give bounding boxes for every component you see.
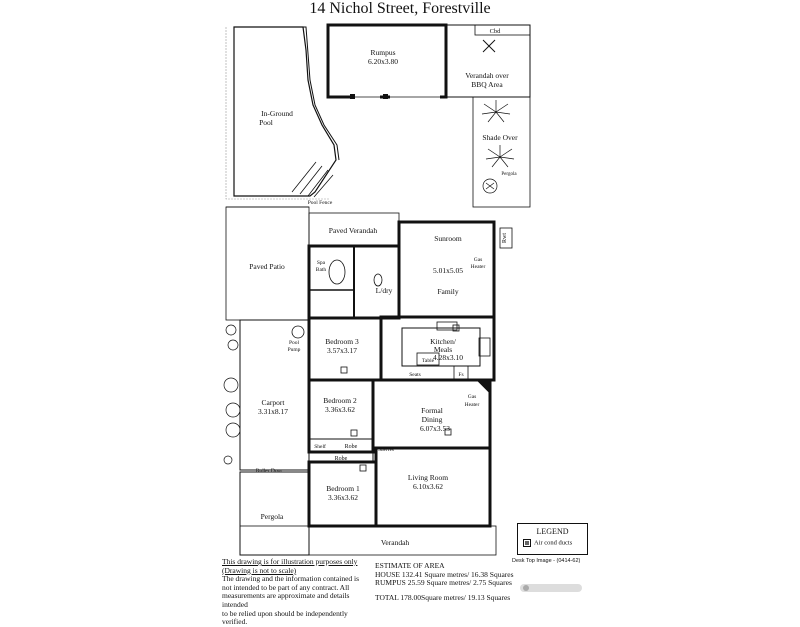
estimate-total: TOTAL 178.00Square metres/ 19.13 Squares	[375, 592, 511, 602]
rumpus-block	[326, 23, 531, 208]
legend-heading: LEGEND	[536, 527, 569, 536]
shelf-label: Shelf	[314, 443, 326, 450]
image-reference: Desk Top Image - (0414-62)	[512, 558, 581, 564]
estimate-rumpus: RUMPUS 25.59 Square metres/ 2.75 Squares	[375, 578, 512, 588]
pool-pump-line2: Pump	[288, 347, 301, 353]
fs-label: Fs	[458, 372, 463, 378]
legend-item: Air cond ducts	[523, 539, 587, 547]
bedroom3-name: Bedroom 3	[325, 337, 359, 346]
floor-plan: Rumpus 6.20x3.80 Cbd Verandah over BBQ A…	[223, 23, 531, 556]
pool-pump-symbol	[291, 325, 305, 339]
verandah-bbq-line2: BBQ Area	[471, 80, 503, 89]
bedroom2-dim: 3.36x3.62	[325, 405, 355, 414]
rumpus-name: Rumpus	[370, 48, 395, 57]
rumpus-dim: 6.20x3.80	[368, 57, 398, 66]
robe-2-label: Robe	[335, 456, 348, 462]
pergola-label: Pergola	[261, 512, 284, 521]
roller-door-label: Roller Door	[256, 468, 283, 474]
toilet-symbol	[373, 273, 383, 287]
family-label: Family	[437, 287, 459, 296]
kitchen-dim: 4.28x3.10	[433, 353, 463, 362]
shade-over-label: Shade Over	[482, 133, 518, 142]
disclaimer-line2: (Drawing is not to scale)	[222, 565, 297, 575]
air-cond-duct-markers	[340, 324, 460, 472]
family-dim: 5.01x5.05	[433, 266, 463, 275]
disclaimer: This drawing is for illustration purpose…	[222, 557, 372, 627]
bedroom1-dim: 3.36x3.62	[328, 493, 358, 502]
spa-bath-line1: Spa	[317, 260, 326, 266]
pool-line1: In-Ground	[261, 109, 293, 118]
spa-bath-line2: Bath	[316, 267, 327, 273]
gas-heater-2a: Gas	[468, 394, 477, 400]
watermark-logo	[520, 584, 582, 592]
carport-dim: 3.31x8.17	[258, 407, 288, 416]
plan-title: 14 Nichol Street, Forestville	[309, 0, 491, 17]
verandah-bbq-line1: Verandah over	[465, 71, 509, 80]
disclaimer-line1: This drawing is for illustration purpose…	[222, 557, 358, 566]
disclaimer-line4: not intended to be part of any contract.…	[222, 582, 350, 592]
rwt-box	[499, 227, 513, 249]
bedroom2-name: Bedroom 2	[323, 396, 357, 405]
verandah-label: Verandah	[381, 538, 410, 547]
estimate-heading: ESTIMATE OF AREA	[375, 561, 445, 570]
legend-item-label: Air cond ducts	[534, 539, 573, 547]
table-label: Table	[422, 358, 435, 364]
robe-1-label: Robe	[345, 444, 358, 450]
room-labels: Rumpus 6.20x3.80 Cbd Verandah over BBQ A…	[249, 28, 518, 547]
area-estimate: ESTIMATE OF AREA HOUSE 132.41 Square met…	[375, 561, 515, 602]
formal-line1: Formal	[421, 406, 443, 415]
bedroom3-dim: 3.57x3.17	[327, 346, 357, 355]
disclaimer-line5: measurements are approximate and details…	[222, 591, 350, 609]
formal-dim: 6.07x3.53	[420, 424, 450, 433]
kitchen-line2: Meals	[434, 345, 452, 354]
gas-heater-1a: Gas	[474, 257, 483, 263]
disclaimer-line6: to be relied upon should be independentl…	[222, 608, 348, 627]
carport-plants	[223, 324, 241, 465]
pool-pump-line1: Pool	[289, 340, 300, 346]
paved-verandah-label: Paved Verandah	[329, 226, 378, 235]
plant-icons	[481, 100, 515, 194]
ldry-label: L/dry	[376, 286, 393, 295]
spa-bath-symbol	[328, 259, 346, 285]
shelves-label: Shelves	[378, 448, 394, 453]
living-dim: 6.10x3.62	[413, 482, 443, 491]
seats-label: Seats	[409, 372, 421, 378]
gas-heater-2b: Heater	[465, 402, 480, 408]
living-name: Living Room	[408, 473, 448, 482]
formal-line2: Dining	[422, 415, 443, 424]
rwt-label: Rwt	[502, 233, 508, 243]
air-cond-duct-icon	[523, 539, 531, 547]
carport-name: Carport	[262, 398, 286, 407]
gas-heater-1b: Heater	[471, 264, 486, 270]
paved-patio-label: Paved Patio	[249, 262, 285, 271]
pergola-pot-label: Pergola	[501, 172, 517, 177]
sunroom-label: Sunroom	[434, 234, 462, 243]
pool-line2: Pool	[259, 118, 273, 127]
pool-area	[225, 26, 340, 200]
house-walls	[225, 206, 497, 556]
estimate-house: HOUSE 132.41 Square metres/ 16.38 Square…	[375, 569, 514, 579]
cbd-label: Cbd	[490, 28, 502, 35]
bedroom1-name: Bedroom 1	[326, 484, 360, 493]
disclaimer-line3: The drawing and the information containe…	[222, 574, 360, 584]
legend-box: LEGEND Air cond ducts	[517, 523, 588, 555]
pool-fence-label: Pool Fence	[308, 200, 333, 206]
kitchen-line1: Kitchen/	[430, 337, 457, 346]
